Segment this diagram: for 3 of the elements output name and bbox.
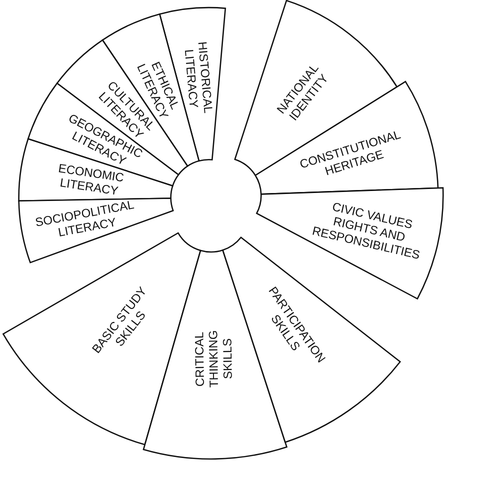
segment-label: HISTORICAL LITERACY	[180, 40, 216, 116]
segment-label: CRITICAL THINKING SKILLS	[192, 329, 236, 390]
wedge-segment	[18, 198, 174, 264]
